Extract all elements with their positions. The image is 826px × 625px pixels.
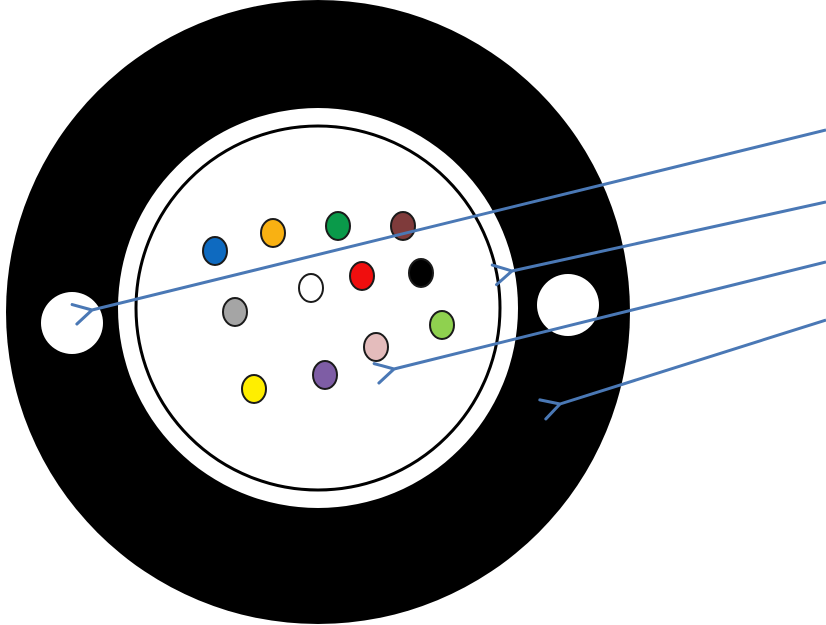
- pointer-arrows: [70, 128, 826, 421]
- fiber-orange: [260, 218, 286, 248]
- strength-member-left: [41, 292, 103, 354]
- fiber-blue: [202, 236, 228, 266]
- pointer-arrow-fibers: [372, 260, 826, 385]
- pointer-arrow-outer-jacket: [538, 318, 826, 421]
- fiber-black: [408, 258, 434, 288]
- fiber-gray: [222, 297, 248, 327]
- pointer-arrow-strength-member: [70, 128, 826, 326]
- fiber-green: [325, 211, 351, 241]
- fiber-red: [349, 261, 375, 291]
- fiber-yellow: [241, 374, 267, 404]
- loose-tube-wall: [134, 124, 502, 492]
- pointer-arrow-tube-wall: [490, 200, 826, 287]
- fiber-white: [298, 273, 324, 303]
- fiber-bundle: [202, 211, 455, 404]
- strength-member-right: [537, 274, 599, 336]
- fiber-pink: [363, 332, 389, 362]
- fiber-lime: [429, 310, 455, 340]
- fiber-violet: [312, 360, 338, 390]
